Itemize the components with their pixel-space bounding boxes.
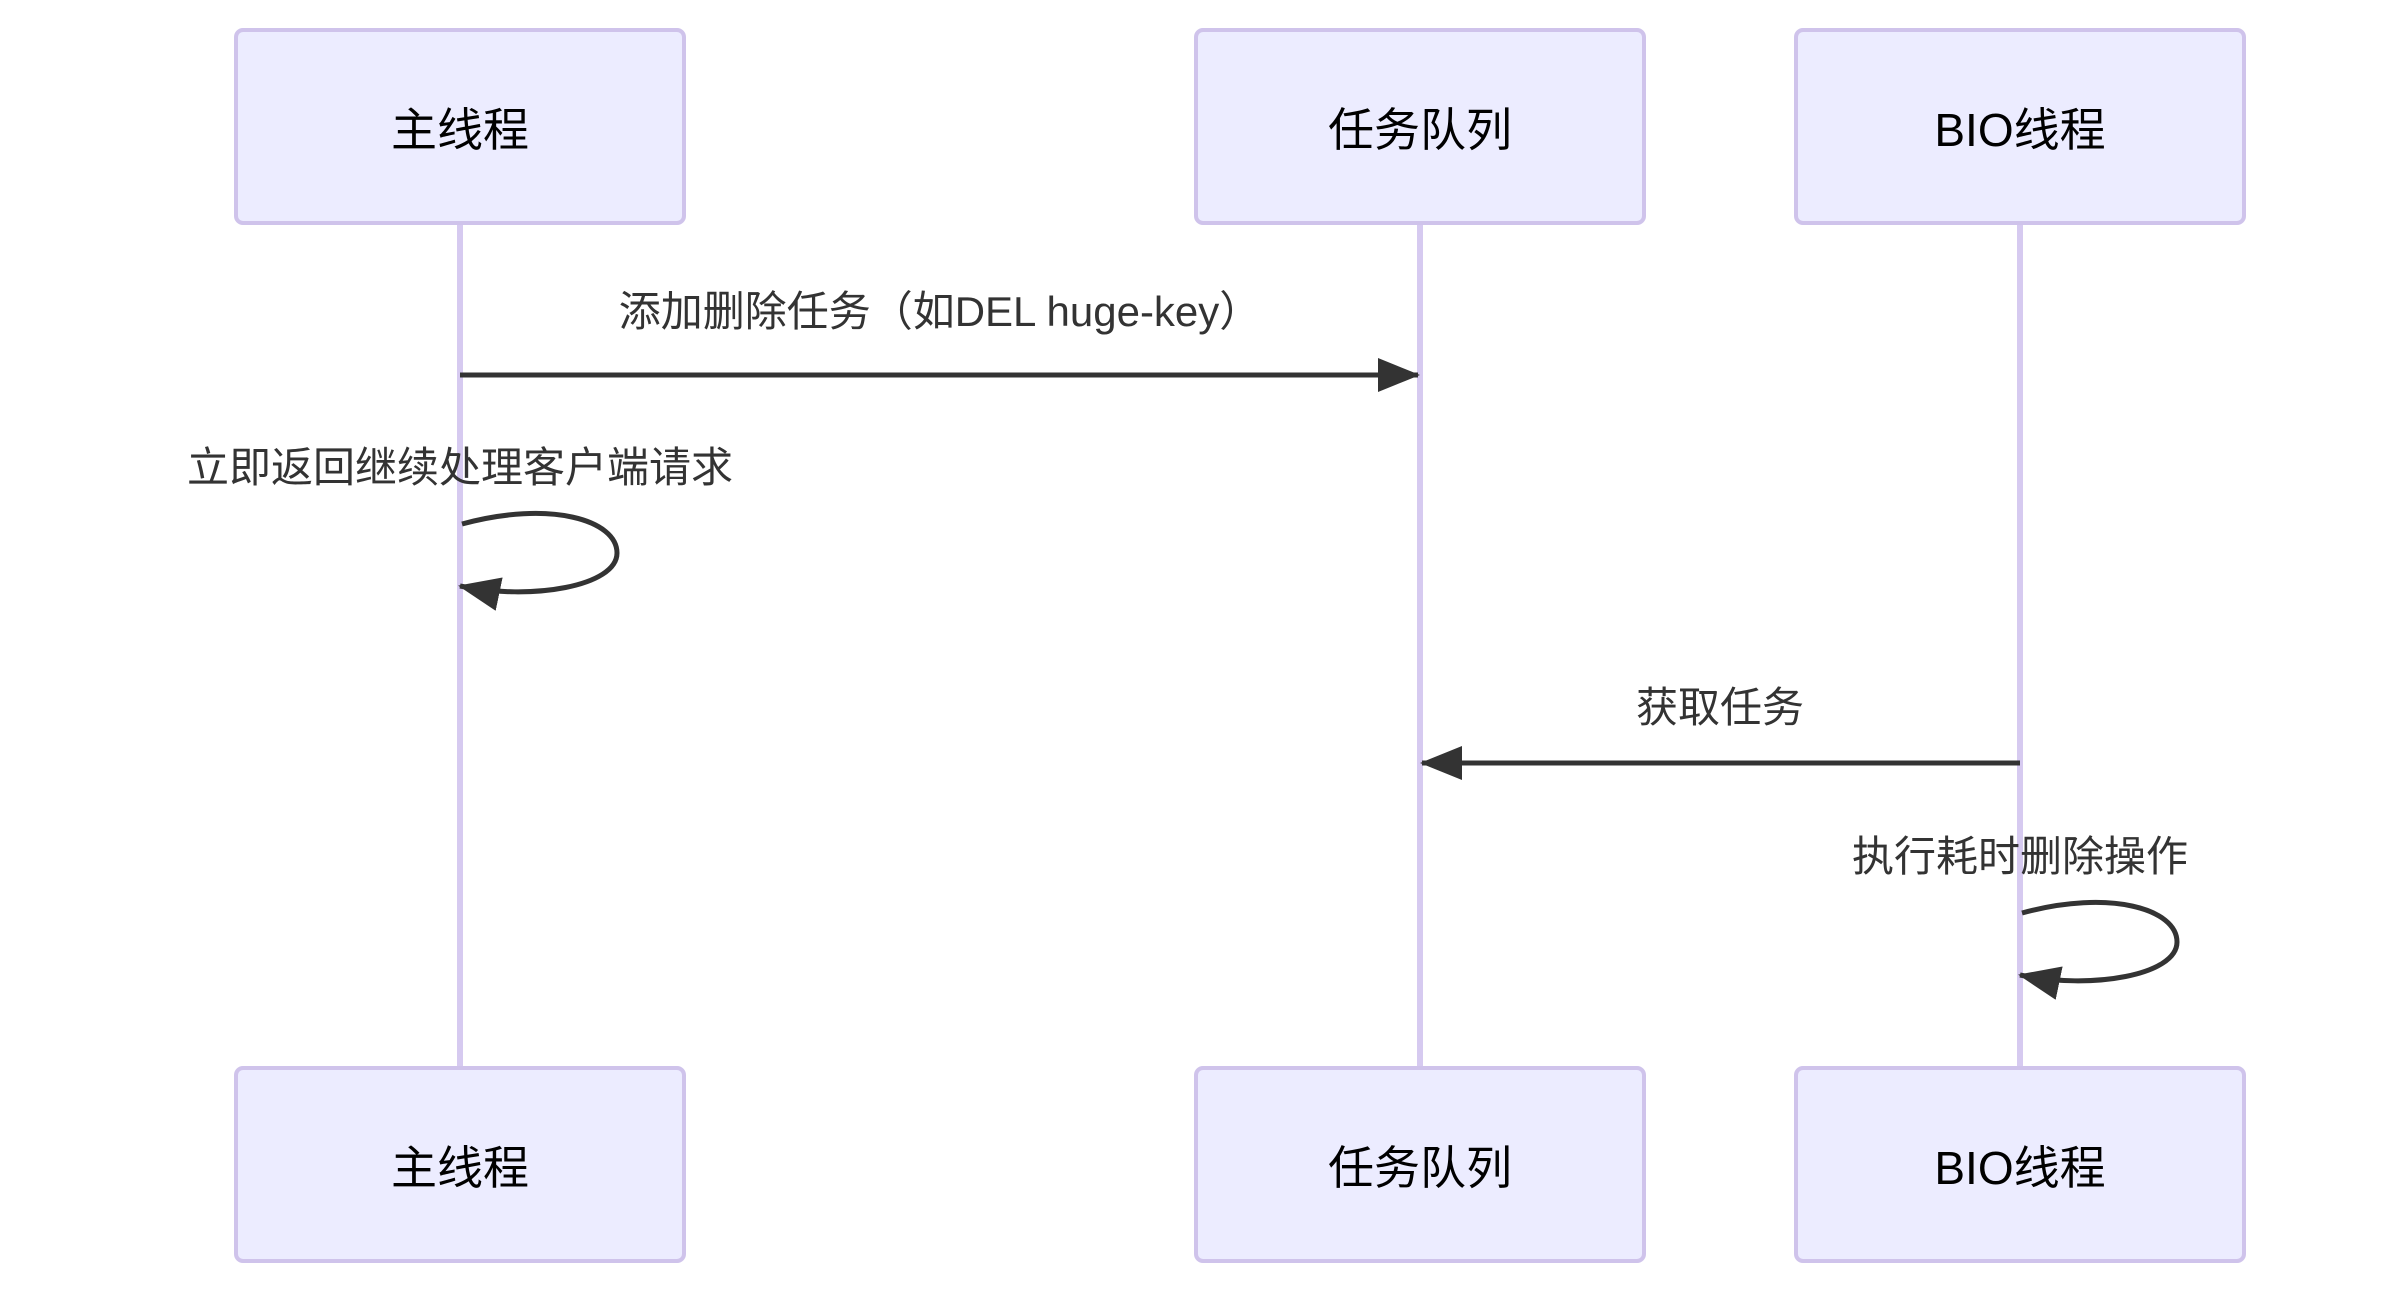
- actor-box-task-queue-bottom: 任务队列: [1194, 1066, 1646, 1263]
- actor-box-task-queue-top: 任务队列: [1194, 28, 1646, 225]
- message-label-add-delete-task: 添加删除任务（如DEL huge-key）: [618, 288, 1262, 335]
- message-label-execute-delete: 执行耗时删除操作: [1851, 833, 2189, 880]
- actor-box-main-thread-bottom: 主线程: [234, 1066, 686, 1263]
- actor-label: BIO线程: [1934, 1141, 2106, 1194]
- actor-label: BIO线程: [1934, 103, 2106, 156]
- message-label-return-immediately: 立即返回继续处理客户端请求: [186, 444, 734, 491]
- self-loop-bio-thread: [2018, 899, 2180, 1000]
- actor-box-bio-thread-bottom: BIO线程: [1794, 1066, 2246, 1263]
- actor-label: 主线程: [391, 103, 529, 156]
- message-label-fetch-task: 获取任务: [1635, 684, 1805, 731]
- self-loop-main-thread: [458, 510, 620, 611]
- actor-label: 任务队列: [1328, 103, 1512, 156]
- actor-label: 主线程: [391, 1141, 529, 1194]
- actor-label: 任务队列: [1328, 1141, 1512, 1194]
- actor-box-bio-thread-top: BIO线程: [1794, 28, 2246, 225]
- actor-box-main-thread-top: 主线程: [234, 28, 686, 225]
